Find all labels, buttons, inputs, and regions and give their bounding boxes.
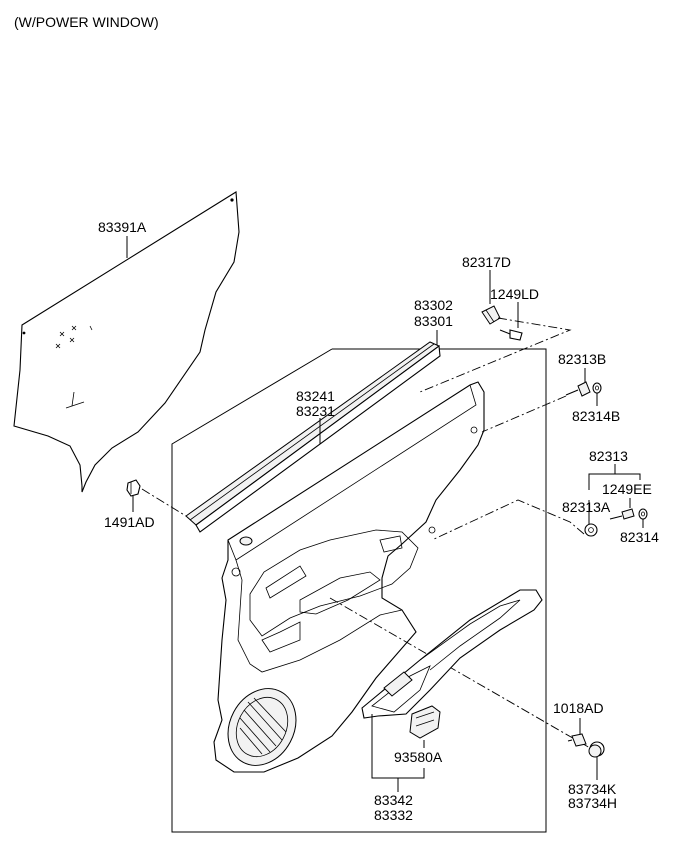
assembly-outline [171, 348, 547, 833]
clip-82313A-part [584, 523, 598, 537]
label-82313B: 82313B [558, 351, 606, 367]
waterproof-sheet-part [13, 191, 240, 493]
label-1249LD: 1249LD [490, 286, 539, 302]
label-83241: 83241 [296, 388, 335, 404]
washer-82314B-part [592, 382, 602, 394]
label-83301: 83301 [414, 313, 453, 329]
label-82313: 82313 [589, 448, 628, 464]
washer-82314-part [638, 508, 648, 520]
label-83734H: 83734H [568, 795, 617, 811]
screw-82313B-part [565, 381, 591, 397]
label-82314B: 82314B [572, 408, 620, 424]
screw-1249EE-part [609, 508, 635, 520]
dashed-1491AD [141, 488, 187, 517]
label-83342: 83342 [374, 792, 413, 808]
label-82313A: 82313A [562, 499, 611, 515]
label-83332: 83332 [374, 807, 413, 823]
armrest-panel-part [361, 589, 543, 719]
bracket-82313 [588, 473, 641, 490]
cap-83734K-part [588, 741, 605, 758]
power-window-note: (W/POWER WINDOW) [14, 14, 159, 30]
window-switch-93580A-part [409, 705, 441, 739]
bracket-82317D-part [481, 305, 501, 325]
label-83302: 83302 [414, 297, 453, 313]
door-trim-panel-part [213, 381, 485, 773]
dashed-1249LD [419, 317, 572, 393]
label-82314: 82314 [620, 529, 659, 545]
dashed-82313B [481, 395, 567, 433]
screw-1018AD-part [567, 733, 587, 747]
dashed-1018AD [329, 597, 591, 749]
label-1249EE: 1249EE [602, 481, 652, 497]
label-83734K: 83734K [568, 781, 617, 797]
label-1018AD: 1018AD [553, 700, 604, 716]
label-82317D: 82317D [462, 254, 511, 270]
screw-1249LD-part [499, 329, 523, 341]
dashed-82313A [431, 499, 585, 541]
label-93580A: 93580A [394, 749, 443, 765]
label-1491AD: 1491AD [104, 514, 155, 530]
label-83231: 83231 [296, 403, 335, 419]
weatherstrip-part [185, 341, 441, 533]
clip-1491AD-part [126, 479, 141, 497]
label-83391A: 83391A [98, 219, 147, 235]
